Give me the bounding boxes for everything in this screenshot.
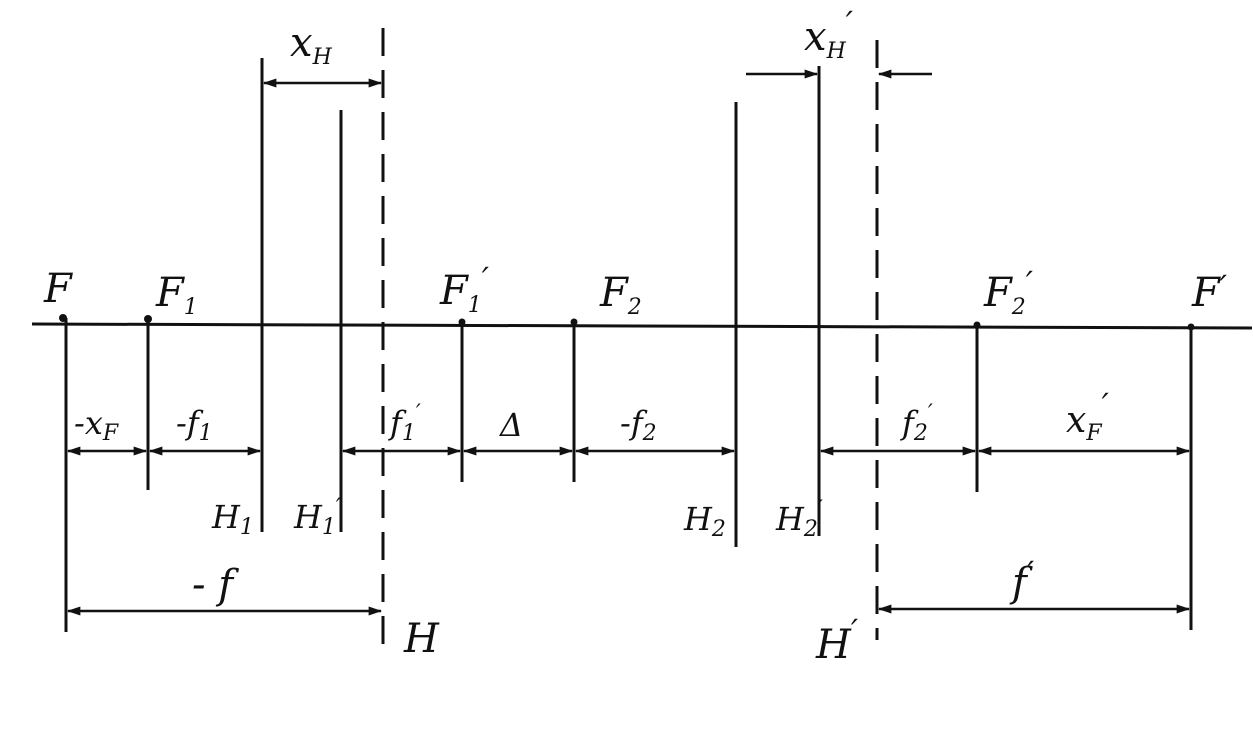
label-delta: Δ: [498, 406, 523, 444]
optical-axis: [31, 322, 1253, 330]
point-F-dot: [59, 314, 67, 322]
label-F2: F2: [599, 270, 642, 320]
label-xH: xH: [290, 20, 333, 70]
point-F2p-dot: [973, 321, 981, 329]
label-F1p: F1′: [439, 260, 490, 318]
point-F2-dot: [570, 318, 578, 326]
label-f1: -f1: [176, 404, 213, 446]
label-xHp: xH′: [804, 4, 854, 64]
label-f2: -f2: [620, 404, 657, 446]
label-f: - f: [192, 562, 239, 608]
label-F2p: F2′: [983, 264, 1034, 320]
label-Fp: F′: [1191, 268, 1228, 316]
label-H: H: [403, 616, 440, 662]
label-H2: H2: [683, 500, 726, 542]
label-H2p: H2′: [775, 497, 823, 542]
point-Fp-dot: [1187, 323, 1195, 331]
label-F: F: [43, 266, 73, 312]
label-xF: -xF: [74, 404, 119, 446]
label-f2p: f2′: [900, 401, 933, 446]
label-xFp: xF′: [1066, 386, 1110, 446]
label-fp: f′: [1009, 554, 1035, 606]
label-Hp: H′: [815, 612, 859, 668]
point-F1p-dot: [458, 318, 466, 326]
label-H1: H1: [211, 498, 254, 540]
label-F1: F1: [155, 270, 198, 320]
point-F1-dot: [144, 315, 152, 323]
label-f1p: f1′: [388, 401, 421, 446]
label-H1p: H1′: [293, 495, 341, 540]
